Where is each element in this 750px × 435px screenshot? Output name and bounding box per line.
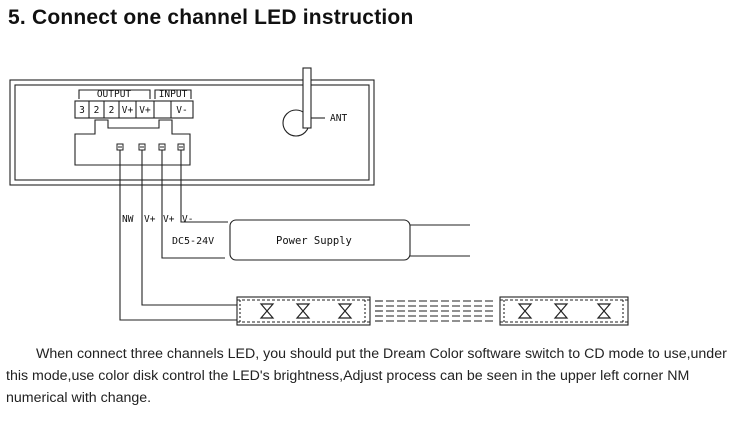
power-supply-label: Power Supply bbox=[276, 235, 352, 247]
led-symbol bbox=[517, 303, 533, 319]
instruction-caption: When connect three channels LED, you sho… bbox=[6, 346, 727, 406]
led-strip-left bbox=[236, 296, 371, 326]
terminal-label: 2 bbox=[109, 105, 115, 116]
antenna-rod bbox=[302, 67, 312, 129]
wire-label: V+ bbox=[163, 214, 175, 225]
antenna-label: ANT bbox=[330, 113, 347, 124]
strip-continuation-lines bbox=[375, 300, 495, 322]
output-label: OUTPUT bbox=[97, 89, 132, 100]
wire-v-minus-psu bbox=[180, 149, 228, 223]
terminal-label: 3 bbox=[79, 105, 85, 116]
wire-label: NW bbox=[122, 214, 134, 225]
led-symbol bbox=[553, 303, 569, 319]
led-symbol bbox=[596, 303, 612, 319]
led-symbol bbox=[337, 303, 353, 319]
led-strip-right bbox=[499, 296, 629, 326]
terminal-label: V+ bbox=[139, 105, 151, 116]
terminal-block bbox=[74, 100, 194, 119]
power-supply-voltage: DC5-24V bbox=[172, 236, 214, 247]
terminal-label: 2 bbox=[94, 105, 100, 116]
wiring-diagram: OUTPUT INPUT 3 2 2 V+ V+ V- ANT NW V+ V+… bbox=[9, 67, 629, 326]
wire-nw bbox=[119, 149, 237, 321]
controller-box bbox=[9, 79, 375, 186]
wire-v-plus-led bbox=[141, 149, 237, 306]
wire-v-plus-psu bbox=[161, 149, 225, 259]
led-symbol bbox=[259, 303, 275, 319]
connector-housing bbox=[74, 119, 191, 166]
controller-inner-box bbox=[14, 84, 370, 181]
wire-label: V- bbox=[182, 214, 193, 225]
led-symbol bbox=[295, 303, 311, 319]
power-supply-box bbox=[229, 219, 411, 261]
terminal-label: V+ bbox=[122, 105, 134, 116]
wire-label: V+ bbox=[144, 214, 156, 225]
input-label: INPUT bbox=[159, 89, 188, 100]
terminal-label: V- bbox=[176, 105, 187, 116]
page-title: 5. Connect one channel LED instruction bbox=[8, 6, 414, 29]
